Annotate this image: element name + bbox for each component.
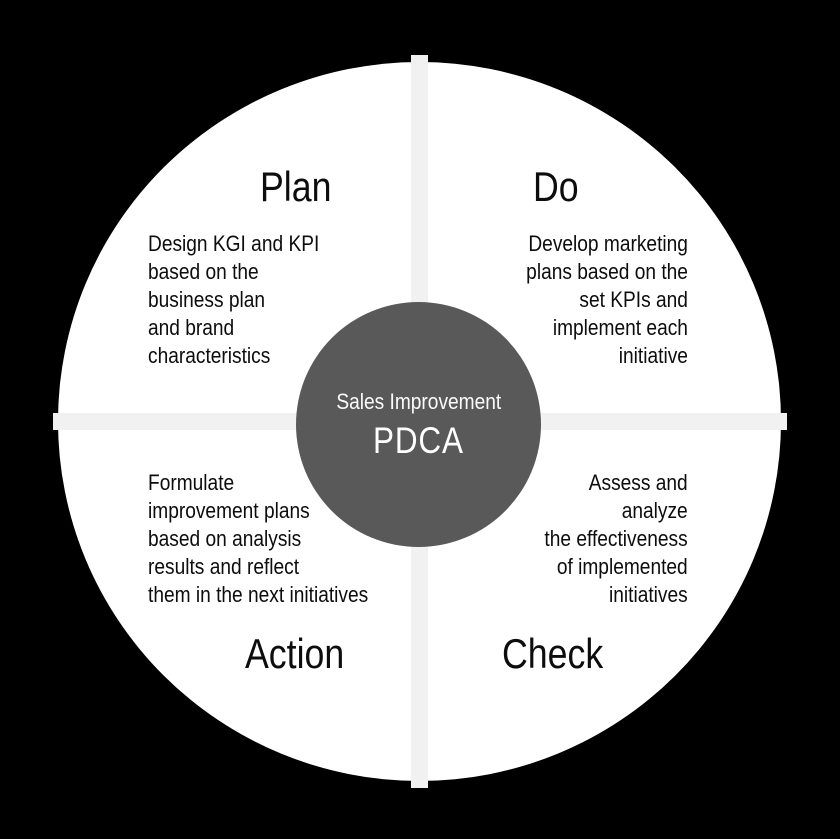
quadrant-action-description: Formulate improvement plans based on ana… (148, 470, 369, 607)
center-title: PDCA (373, 419, 464, 461)
quadrant-plan-description: Design KGI and KPI based on the business… (148, 231, 320, 368)
quadrant-do-heading: Do (533, 163, 579, 210)
center-circle: Sales Improvement PDCA (296, 302, 541, 547)
quadrant-check-heading: Check (502, 630, 604, 677)
quadrant-action-heading: Action (245, 630, 345, 677)
center-subtitle: Sales Improvement (336, 388, 501, 414)
quadrant-plan-heading: Plan (260, 163, 332, 210)
quadrant-check-description: Assess and analyze the effectiveness of … (544, 470, 688, 607)
quadrant-do-description: Develop marketing plans based on the set… (526, 231, 688, 368)
